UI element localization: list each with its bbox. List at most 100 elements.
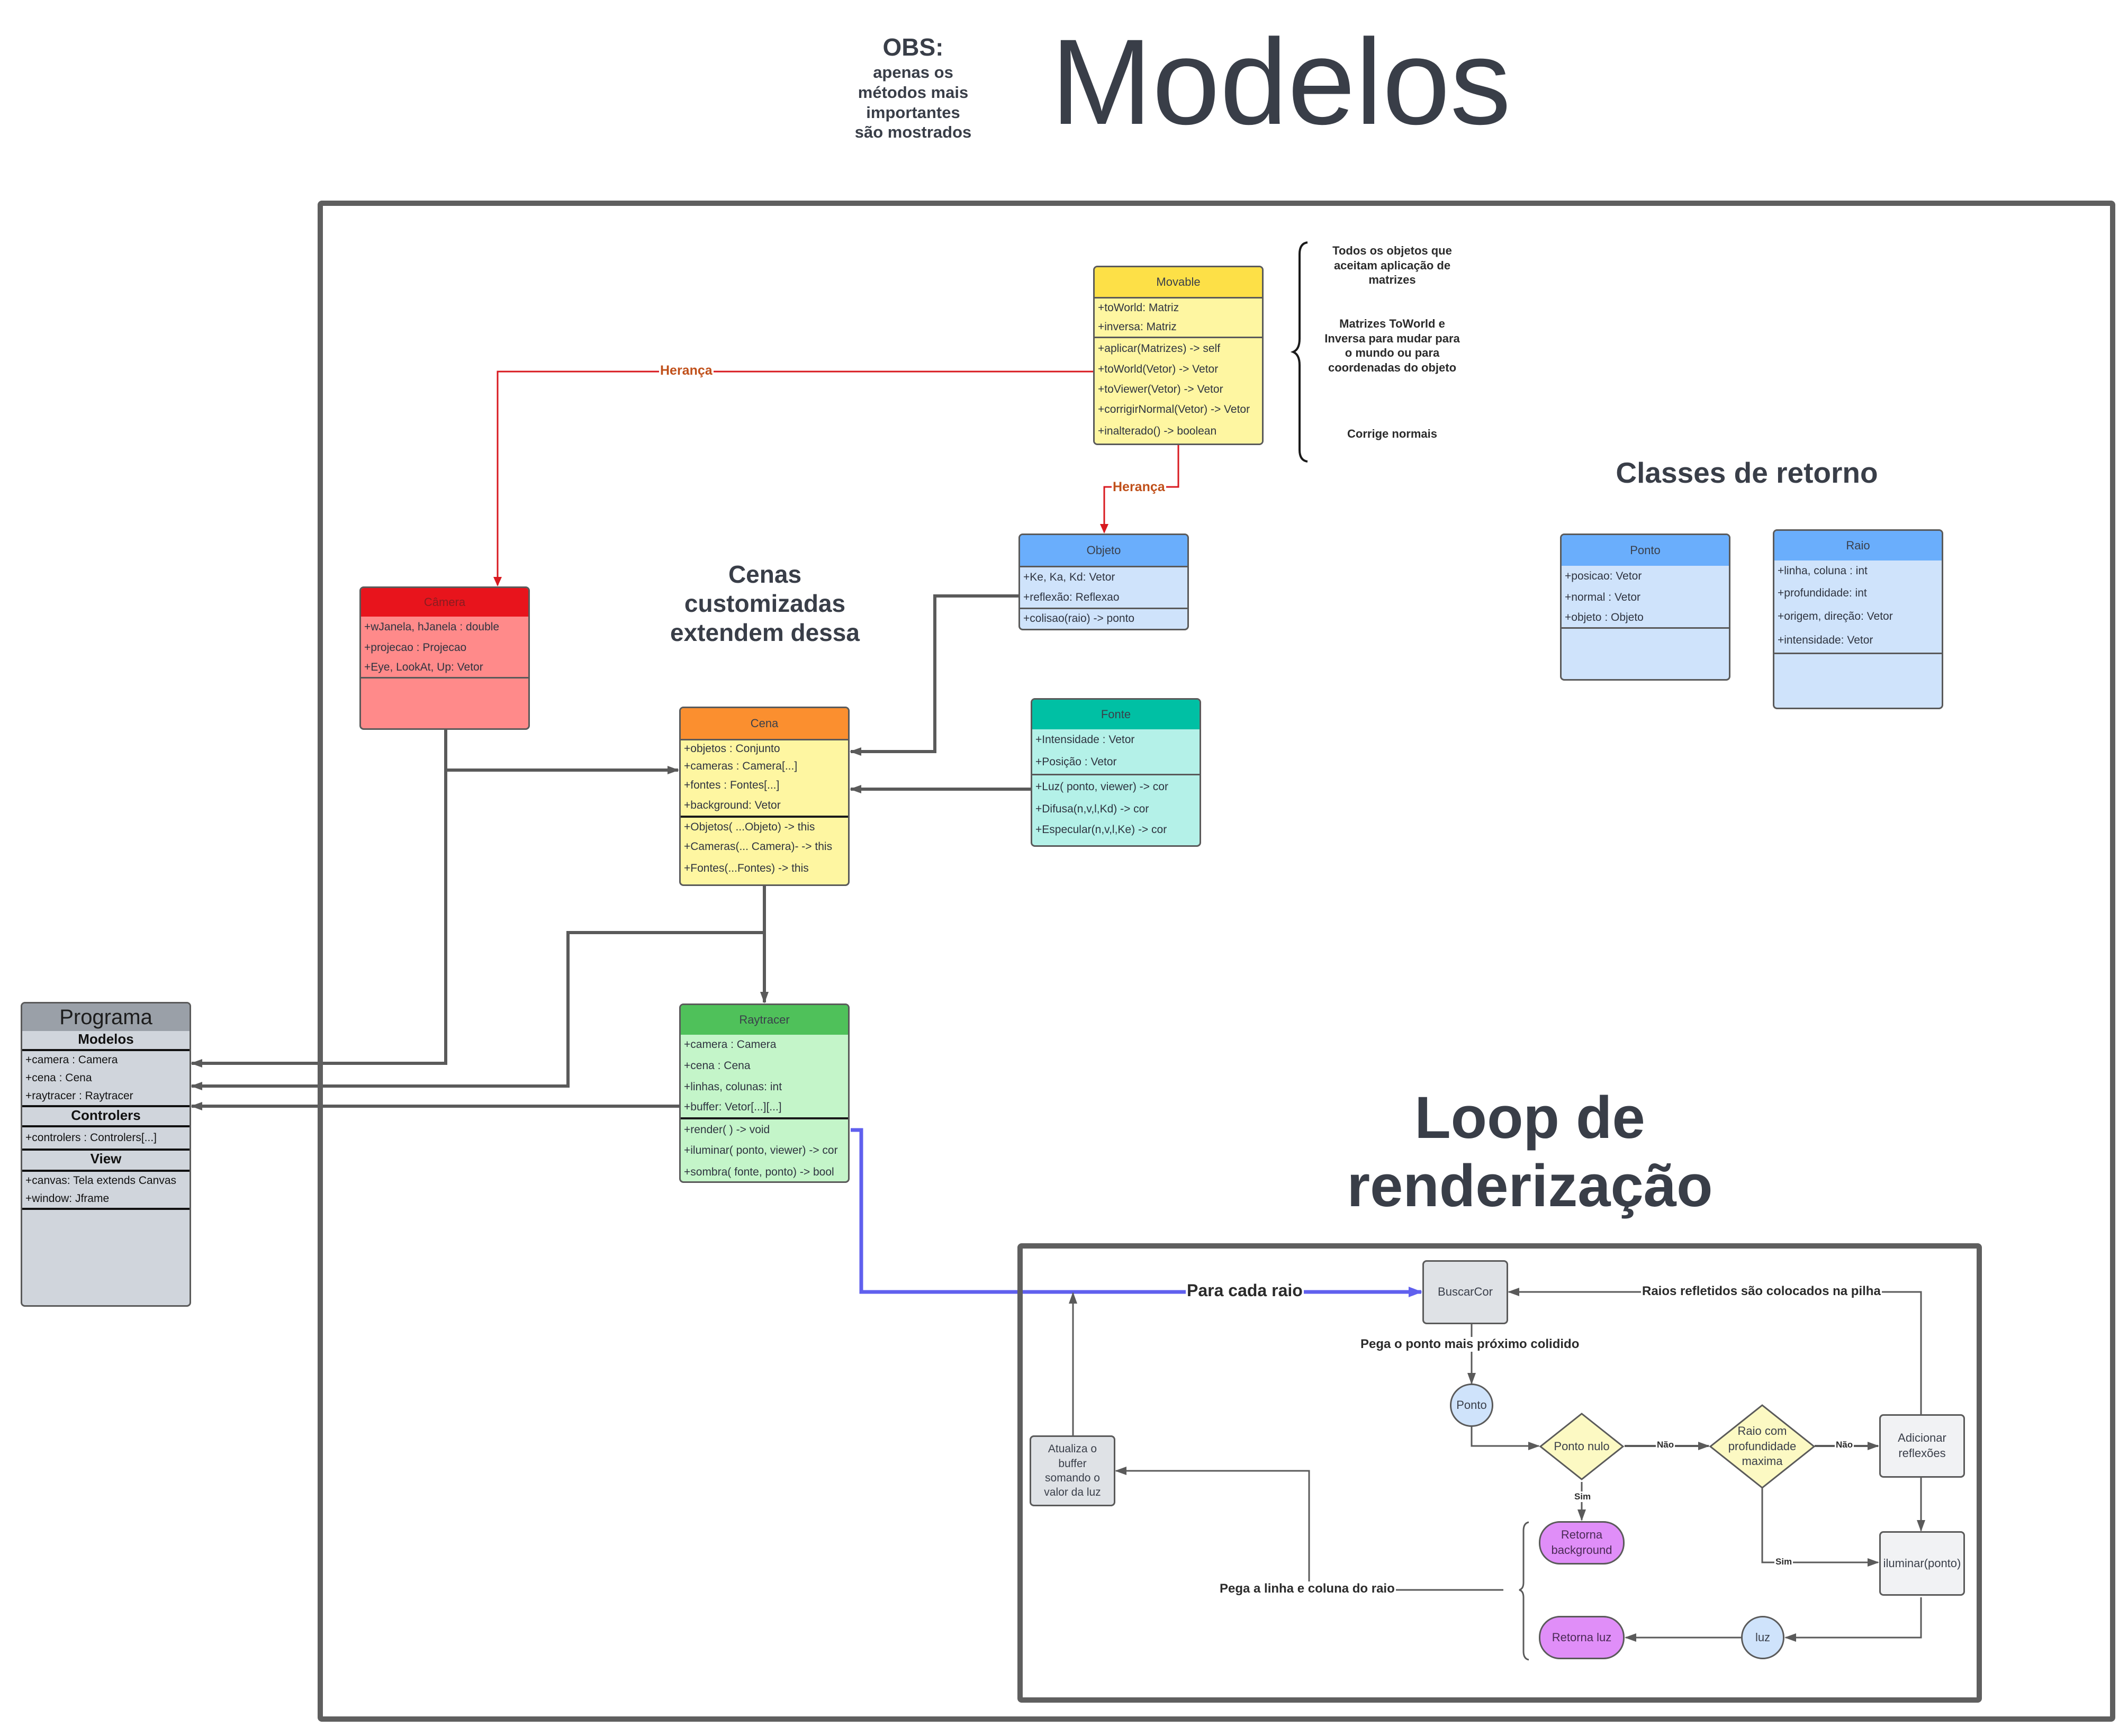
edge-label-nao: Não (1656, 1440, 1675, 1450)
class-method: +Cameras(... Camera)- -> this (684, 840, 833, 853)
section-header-view: View (22, 1149, 190, 1172)
class-header: Cena (681, 708, 848, 740)
programa-field: +controlers : Controlers[...] (25, 1132, 157, 1144)
class-method: +iluminar( ponto, viewer) -> cor (684, 1144, 838, 1156)
flow-node-atualiza-buffer[interactable]: Atualiza o buffer somando o valor da luz (1030, 1435, 1115, 1506)
class-attribute: +inversa: Matriz (1098, 321, 1177, 333)
inheritance-label: Herança (659, 363, 714, 378)
models-frame (318, 201, 2115, 1722)
flow-node-luz[interactable]: luz (1741, 1616, 1784, 1659)
class-movable[interactable]: Movable +toWorld: Matriz +inversa: Matri… (1093, 266, 1264, 445)
class-attribute: +intensidade: Vetor (1778, 634, 1873, 646)
class-header: Raio (1774, 531, 1942, 560)
class-attribute: +reflexão: Reflexao (1023, 591, 1120, 603)
class-method: +aplicar(Matrizes) -> self (1098, 342, 1221, 355)
class-attribute: +projecao : Projecao (364, 641, 467, 654)
class-objeto[interactable]: Objeto +Ke, Ka, Kd: Vetor +reflexão: Ref… (1018, 534, 1189, 630)
edge-label-raios-refletidos: Raios refletidos são colocados na pilha (1641, 1284, 1882, 1299)
class-attribute: +Ke, Ka, Kd: Vetor (1023, 571, 1115, 583)
class-camera[interactable]: Câmera +wJanela, hJanela : double +proje… (359, 586, 530, 730)
flow-node-ponto[interactable]: Ponto (1450, 1384, 1493, 1427)
decision-label: Raio com profundidade maxima (1728, 1424, 1797, 1468)
obs-note: apenas os métodos mais importantes são m… (831, 62, 995, 142)
inheritance-label: Herança (1112, 480, 1166, 495)
class-raio[interactable]: Raio +linha, coluna : int +profundidade:… (1773, 529, 1943, 709)
flow-terminal-retorna-background[interactable]: Retorna background (1539, 1521, 1625, 1565)
programa-field: +window: Jframe (22, 1190, 190, 1210)
class-attribute: +posicao: Vetor (1565, 570, 1642, 582)
diamond-shape (1539, 1413, 1625, 1480)
class-attribute: +toWorld: Matriz (1098, 302, 1179, 314)
class-ponto[interactable]: Ponto +posicao: Vetor +normal : Vetor +o… (1560, 534, 1730, 681)
obs-line: métodos mais (858, 83, 969, 102)
class-programa[interactable]: Programa Modelos +camera : Camera +cena … (21, 1002, 191, 1307)
decision-label: Ponto nulo (1554, 1439, 1610, 1453)
class-attribute: +Intensidade : Vetor (1035, 734, 1135, 746)
section-header-controlers: Controlers (22, 1105, 190, 1127)
class-method: +Difusa(n,v,l,Kd) -> cor (1035, 803, 1149, 815)
class-cena[interactable]: Cena +objetos : Conjunto +cameras : Came… (679, 707, 850, 886)
class-attribute: +normal : Vetor (1565, 591, 1640, 603)
edge-label-sim: Sim (1573, 1491, 1592, 1502)
flow-node-iluminar[interactable]: iluminar(ponto) (1879, 1531, 1965, 1596)
programa-field: +canvas: Tela extends Canvas (25, 1174, 177, 1187)
class-attribute: +wJanela, hJanela : double (364, 621, 500, 633)
class-header: Objeto (1020, 535, 1187, 567)
class-header: Movable (1095, 267, 1262, 299)
class-method: +Fontes(...Fontes) -> this (684, 862, 809, 874)
flow-terminal-retorna-luz[interactable]: Retorna luz (1539, 1616, 1625, 1659)
class-header: Fonte (1032, 700, 1200, 729)
class-attribute: +cena : Cena (684, 1060, 751, 1072)
edge-label-para-cada-raio: Para cada raio (1186, 1281, 1304, 1300)
class-attribute: +Posição : Vetor (1035, 756, 1117, 768)
class-raytracer[interactable]: Raytracer +camera : Camera +cena : Cena … (679, 1003, 850, 1183)
class-attribute: +linha, coluna : int (1778, 565, 1868, 577)
class-fonte[interactable]: Fonte +Intensidade : Vetor +Posição : Ve… (1031, 698, 1201, 847)
note-toworld-inversa: Matrizes ToWorld e Inversa para mudar pa… (1324, 317, 1460, 374)
class-header: Câmera (361, 588, 528, 617)
class-attribute: +linhas, colunas: int (684, 1081, 782, 1093)
class-header: Programa (22, 1003, 190, 1031)
class-attribute: +cameras : Camera[...] (684, 760, 798, 772)
flow-node-buscarcor[interactable]: BuscarCor (1422, 1260, 1508, 1324)
class-method: +Objetos( ...Objeto) -> this (684, 821, 815, 833)
obs-line: apenas os (873, 63, 953, 82)
edge-label-pega-linha-coluna: Pega a linha e coluna do raio (1219, 1581, 1396, 1596)
flow-decision-ponto-nulo[interactable]: Ponto nulo (1539, 1412, 1625, 1481)
section-header-modelos: Modelos (22, 1031, 190, 1051)
class-header: Raytracer (681, 1005, 848, 1035)
edge-label-nao: Não (1835, 1440, 1854, 1450)
edge-label-sim: Sim (1774, 1557, 1793, 1567)
note-corrige-normais: Corrige normais (1347, 427, 1437, 440)
class-method: +sombra( fonte, ponto) -> bool (684, 1166, 834, 1178)
edge-label-pega-ponto: Pega o ponto mais próximo colidido (1359, 1337, 1581, 1352)
class-method: +inalterado() -> boolean (1098, 425, 1217, 437)
class-header: Ponto (1562, 535, 1729, 566)
page-title: Modelos (1051, 14, 1511, 150)
loop-title: Loop de renderização (1347, 1084, 1713, 1219)
obs-line: são mostrados (854, 123, 972, 142)
class-attribute: +objetos : Conjunto (684, 743, 780, 755)
class-method: +toViewer(Vetor) -> Vetor (1098, 383, 1223, 395)
class-method: +colisao(raio) -> ponto (1023, 612, 1135, 625)
class-attribute: +buffer: Vetor[...][...] (684, 1101, 782, 1113)
programa-field: +raytracer : Raytracer (25, 1090, 133, 1102)
diamond-shape (1709, 1404, 1816, 1489)
flow-node-adicionar-reflexoes[interactable]: Adicionar reflexões (1879, 1414, 1965, 1478)
render-loop-frame (1017, 1243, 1982, 1703)
obs-title: OBS: (882, 33, 944, 61)
class-method: +toWorld(Vetor) -> Vetor (1098, 363, 1219, 375)
class-attribute: +background: Vetor (684, 799, 781, 811)
classes-retorno-title: Classes de retorno (1616, 456, 1878, 489)
programa-field: +cena : Cena (25, 1072, 92, 1084)
programa-field: +camera : Camera (25, 1054, 118, 1066)
class-attribute: +profundidade: int (1778, 587, 1867, 599)
class-attribute: +objeto : Objeto (1565, 611, 1644, 623)
note-matrizes: Todos os objetos que aceitam aplicação d… (1332, 244, 1452, 286)
class-method: +Luz( ponto, viewer) -> cor (1035, 781, 1168, 793)
class-method: +corrigirNormal(Vetor) -> Vetor (1098, 403, 1250, 415)
flow-decision-raio-profundidade[interactable]: Raio com profundidade maxima (1709, 1404, 1816, 1489)
class-method: +Especular(n,v,l,Ke) -> cor (1035, 824, 1167, 836)
cenas-customizadas-note: Cenas customizadas extendem dessa (670, 560, 860, 647)
class-attribute: +fontes : Fontes[...] (684, 779, 780, 791)
